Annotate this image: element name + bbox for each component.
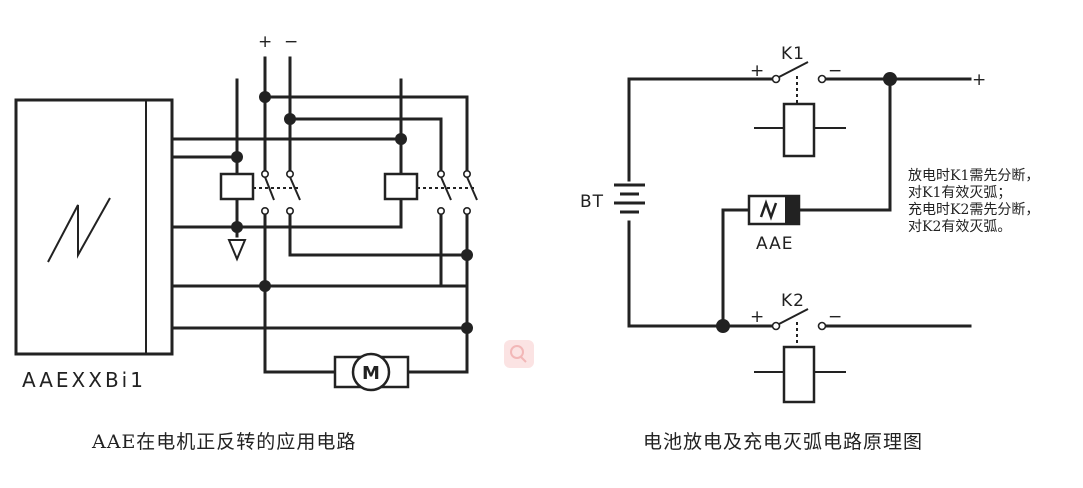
k2-plus-sign: + xyxy=(750,307,765,327)
watermark-search-icon xyxy=(504,340,534,368)
output-plus-sign: + xyxy=(972,70,987,90)
aae-label: AAE xyxy=(756,234,793,254)
aae-device xyxy=(747,194,801,226)
note-line-3: 充电时K2需先分断， xyxy=(908,202,1039,218)
relay1-switch xyxy=(253,170,301,216)
note-line-2: 对K1有效灭弧； xyxy=(908,185,1011,201)
k2-switch xyxy=(771,308,827,346)
output-junction xyxy=(883,72,897,86)
left-caption: AAE在电机正反转的应用电路 xyxy=(91,431,356,453)
relay2-coil xyxy=(383,172,419,201)
bottom-junction xyxy=(716,319,730,333)
battery-top-wire xyxy=(627,77,778,182)
arc-note: 放电时K1需先分断， 对K1有效灭弧； 充电时K2需先分断， 对K2有效灭弧。 xyxy=(908,168,1039,235)
aae-right-wire xyxy=(797,77,892,212)
k2-minus-sign: − xyxy=(828,307,843,327)
relay2-switch xyxy=(417,170,478,216)
k1-minus-sign: − xyxy=(828,61,843,81)
ground-icon xyxy=(227,239,247,262)
k2-coil xyxy=(782,345,816,404)
battery-label: BT xyxy=(580,192,604,212)
supply-minus-sign: − xyxy=(284,32,299,52)
relay1-coil xyxy=(219,172,255,201)
relay1-contact-wire xyxy=(288,212,469,257)
note-line-4: 对K2有效灭弧。 xyxy=(908,219,1011,235)
plus-bus-wire xyxy=(263,95,469,176)
aae-left-wire xyxy=(721,208,751,328)
left-junctions xyxy=(231,91,473,334)
k1-switch xyxy=(771,61,827,103)
note-line-1: 放电时K1需先分断， xyxy=(908,168,1039,184)
module-wire-4 xyxy=(170,253,469,288)
motor-left-wire xyxy=(263,212,337,374)
arc-zigzag-symbol xyxy=(47,197,111,263)
motor-right-wire xyxy=(406,212,469,374)
battery-arc-circuit: BT K1 + − AAE K2 + − xyxy=(580,44,1039,453)
right-caption: 电池放电及充电灭弧电路原理图 xyxy=(643,431,923,453)
k2-label: K2 xyxy=(781,291,805,311)
motor: M xyxy=(333,352,410,392)
motor-reversing-circuit: AAEXXBi1 + − xyxy=(14,32,478,453)
battery-symbol xyxy=(614,183,645,214)
supply-plus-sign: + xyxy=(258,32,273,52)
aae-module-label: AAEXXBi1 xyxy=(22,368,146,392)
k1-plus-sign: + xyxy=(750,61,765,81)
k1-coil xyxy=(782,102,816,158)
motor-label: M xyxy=(362,363,380,384)
minus-bus-wire xyxy=(288,117,443,176)
k1-label: K1 xyxy=(781,44,805,64)
